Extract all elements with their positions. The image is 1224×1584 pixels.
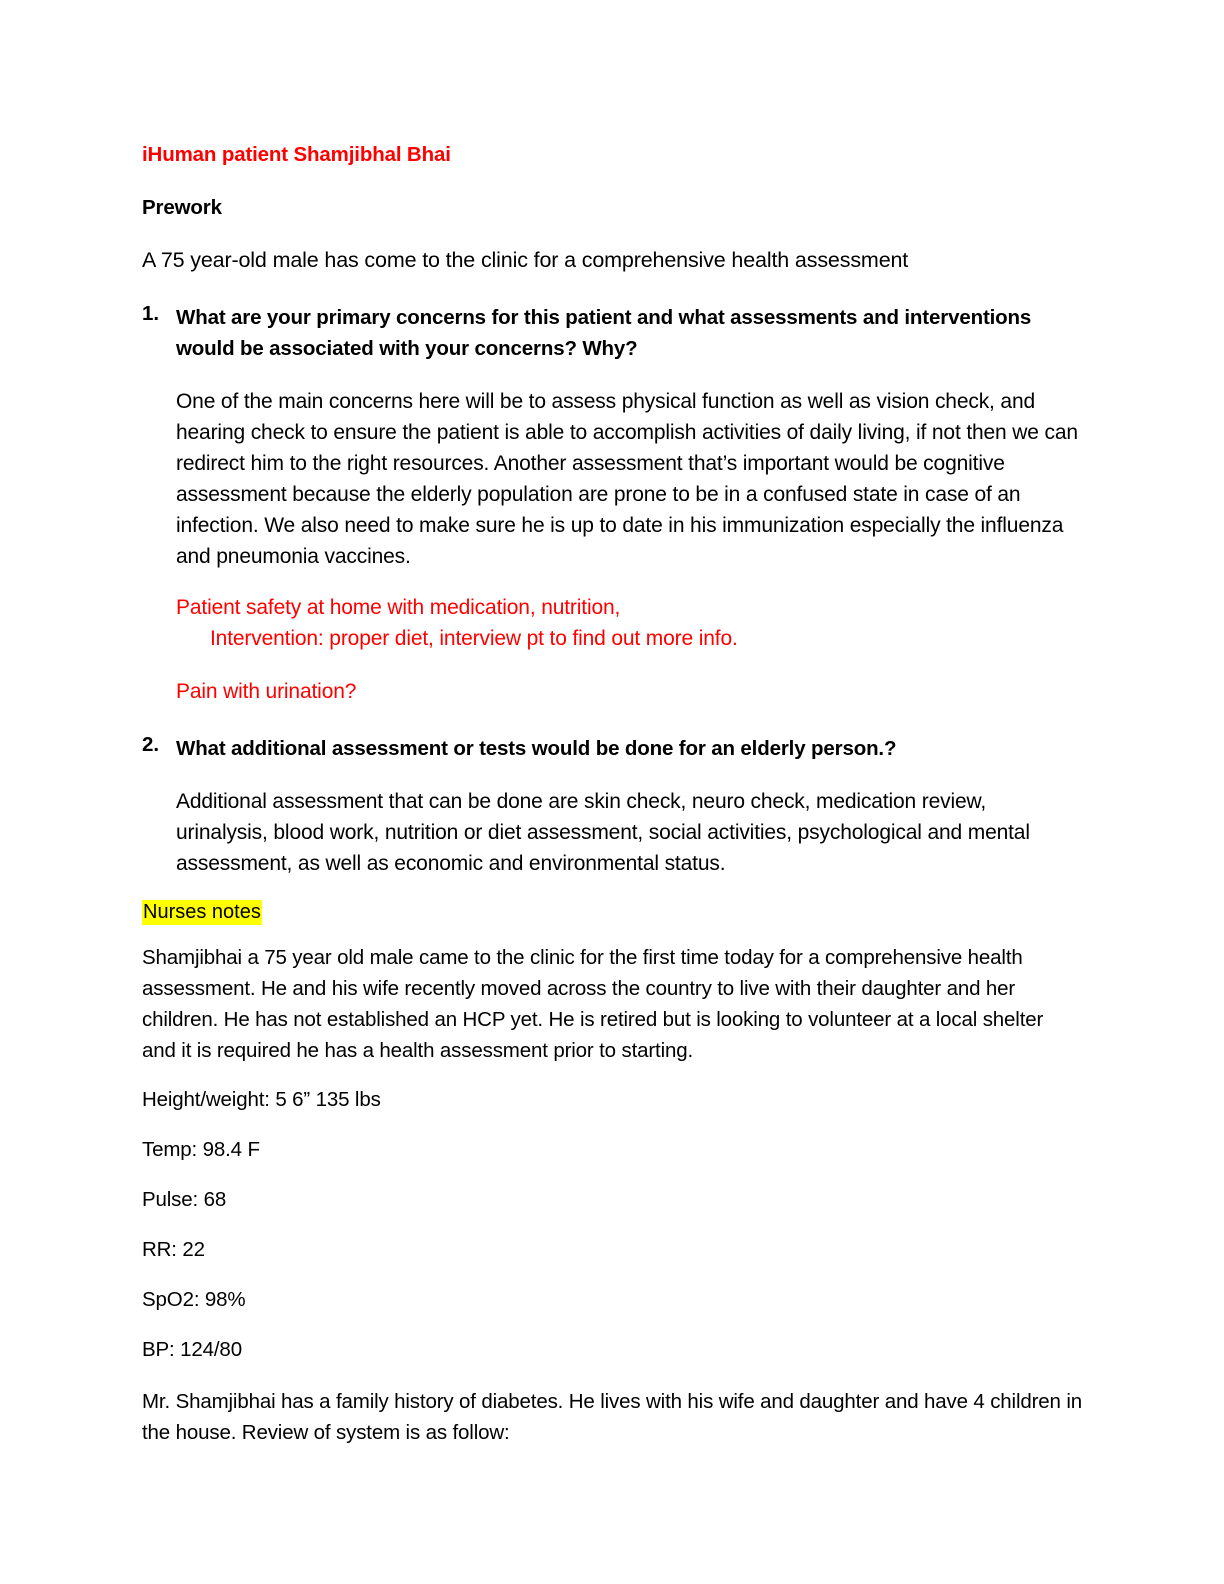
vital-spo2: SpO2: 98% <box>142 1287 246 1311</box>
vital-respiratory-rate: RR: 22 <box>142 1237 205 1261</box>
document-body: iHuman patient Shamjibhal Bhai Prework A… <box>142 140 1082 1448</box>
intro-paragraph: A 75 year-old male has come to the clini… <box>142 248 909 272</box>
question-item-2: 2. What additional assessment or tests w… <box>142 733 1082 764</box>
nurses-notes-heading: Nurses notes <box>142 899 1082 925</box>
nurses-notes-closing-paragraph: Mr. Shamjibhai has a family history of d… <box>142 1389 1082 1444</box>
answer-text-1: One of the main concerns here will be to… <box>176 389 1078 568</box>
question-number-2: 2. <box>142 732 160 756</box>
vital-height-weight: Height/weight: 5 6” 135 lbs <box>142 1087 381 1111</box>
document-title: iHuman patient Shamjibhal Bhai <box>142 143 451 166</box>
annotation-line-2: Intervention: proper diet, interview pt … <box>210 626 738 650</box>
annotation-line-1: Patient safety at home with medication, … <box>176 595 621 619</box>
section-heading-prework: Prework <box>142 195 222 219</box>
vital-blood-pressure: BP: 124/80 <box>142 1337 242 1361</box>
vital-temperature: Temp: 98.4 F <box>142 1137 260 1161</box>
answer-text-2: Additional assessment that can be done a… <box>176 789 1030 875</box>
annotation-patient-safety: Patient safety at home with medication, … <box>176 592 1082 654</box>
annotation-pain-with-urination: Pain with urination? <box>176 679 357 703</box>
question-text-2: What additional assessment or tests woul… <box>176 736 897 760</box>
question-number-1: 1. <box>142 301 160 325</box>
nurses-notes-paragraph: Shamjibhai a 75 year old male came to th… <box>142 945 1044 1062</box>
vital-pulse: Pulse: 68 <box>142 1187 227 1211</box>
question-item-1: 1. What are your primary concerns for th… <box>142 302 1082 364</box>
question-text-1: What are your primary concerns for this … <box>176 305 1032 360</box>
nurses-notes-heading-highlight: Nurses notes <box>142 899 262 925</box>
